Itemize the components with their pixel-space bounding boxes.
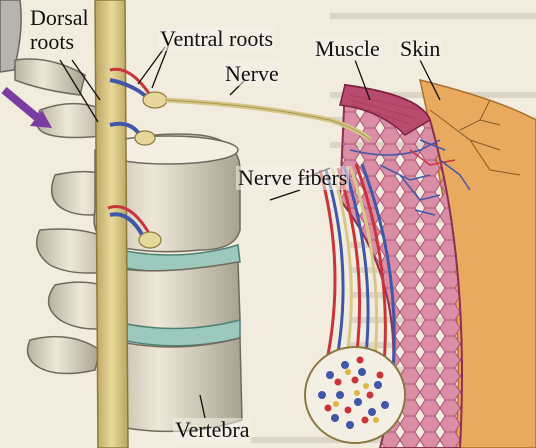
ganglion-lower [139, 232, 161, 248]
ganglion-middle [135, 131, 155, 145]
nerve-label: Nerve [223, 62, 281, 86]
muscle-label: Muscle [313, 37, 382, 61]
vertebra-column [15, 59, 242, 431]
nerve-fibers-label: Nerve fibers [236, 166, 349, 190]
ganglion-upper [143, 92, 167, 108]
ventral-roots-label: Ventral roots [158, 27, 275, 51]
vertebra-label: Vertebra [173, 418, 252, 442]
spinal-cord [95, 0, 128, 448]
dorsal-roots-label: Dorsal roots [28, 6, 104, 54]
nerve-cross-section [305, 347, 405, 443]
skin-label: Skin [398, 37, 442, 61]
